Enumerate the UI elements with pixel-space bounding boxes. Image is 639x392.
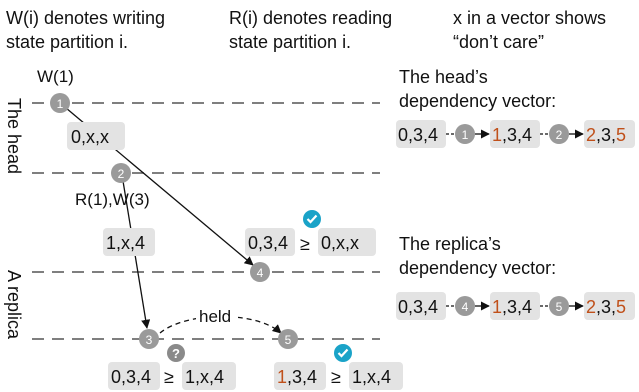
head-dep-v2-box [584, 120, 635, 148]
replica-dep-title-line2: dependency vector: [399, 258, 556, 278]
cmp4-ge: ≥ [300, 234, 310, 254]
replica-dep-v2: 2,3,5 [586, 297, 626, 317]
replica-dep-v0: 0,3,4 [398, 297, 438, 317]
event-node-4: 4 [250, 262, 270, 282]
svg-text:1: 1 [57, 97, 64, 111]
legend-read-line2: state partition i. [229, 32, 351, 52]
cmp5-left-rest: ,3,4 [287, 367, 317, 387]
badge-0xx-box [67, 122, 125, 150]
replica-dep-v1: 1,3,4 [492, 297, 532, 317]
question-icon: ? [167, 344, 185, 362]
replica-dep-title-line1: The replica’s [399, 234, 501, 254]
timelines [32, 102, 380, 340]
event-node-1: 1 [50, 93, 70, 113]
replica-dep-event-b [549, 296, 569, 316]
head-label: The head [4, 98, 24, 174]
svg-text:4: 4 [257, 266, 264, 280]
replica-dep-vector: 0,3,4 4 1,3,4 5 2,3,5 [396, 292, 635, 320]
cmp5-right: 1,x,4 [352, 367, 391, 387]
svg-text:3: 3 [146, 333, 153, 347]
cmp3-ge: ≥ [164, 367, 174, 387]
legend-read-line1: R(i) denotes reading [229, 8, 392, 28]
cmp5-ge: ≥ [331, 367, 341, 387]
legend-dontcare-line2: “don’t care” [453, 32, 544, 52]
w1-label: W(1) [37, 67, 74, 86]
badge-0xx: 0,x,x [71, 127, 109, 147]
head-dep-v1-box [490, 120, 540, 148]
replica-dep-v1-box [490, 292, 540, 320]
replica-dep-event-a [455, 296, 475, 316]
cmp3-left-box [108, 362, 160, 390]
head-dep-vector: 0,3,4 1 1,3,4 2 2,3,5 [396, 120, 635, 148]
cmp4-right: 0,x,x [321, 233, 359, 253]
head-dep-event-a-label: 1 [462, 128, 469, 142]
legend-write-line2: state partition i. [6, 32, 128, 52]
head-dep-v0: 0,3,4 [398, 125, 438, 145]
head-dep-event-b-label: 2 [556, 128, 563, 142]
replica-label: A replica [4, 270, 24, 340]
event-node-3: 3 [139, 329, 159, 349]
held-label-bg [196, 304, 238, 326]
badge-1x4-box [103, 228, 155, 256]
head-dep-event-b [549, 124, 569, 144]
replica-dep-event-a-label: 4 [462, 300, 469, 314]
head-dep-v0-box [396, 120, 446, 148]
legend-dontcare-line1: x in a vector shows [453, 8, 606, 28]
cmp4-right-box [318, 228, 376, 256]
cmp5-left-box [274, 362, 326, 390]
replica-dep-event-b-label: 5 [556, 300, 563, 314]
head-dep-v1: 1,3,4 [492, 125, 532, 145]
cmp5-left-changed: 1 [277, 367, 287, 387]
event-node-2: 2 [111, 163, 131, 183]
cmp3-right: 1,x,4 [185, 367, 224, 387]
cmp4-left-box [245, 228, 295, 256]
r1w3-label: R(1),W(3) [75, 190, 150, 209]
cmp3-right-box [182, 362, 236, 390]
check-icon [303, 210, 321, 228]
badge-1x4: 1,x,4 [106, 233, 145, 253]
svg-text:?: ? [172, 346, 180, 361]
svg-text:5: 5 [285, 333, 292, 347]
cmp5-right-box [349, 362, 403, 390]
svg-text:2: 2 [118, 167, 125, 181]
head-dep-title-line2: dependency vector: [399, 91, 556, 111]
event-node-5: 5 [278, 329, 298, 349]
held-label: held [199, 307, 231, 326]
replica-dep-v2-box [584, 292, 635, 320]
replica-dep-v0-box [396, 292, 446, 320]
cmp3-left: 0,3,4 [111, 367, 151, 387]
head-dep-title-line1: The head’s [399, 67, 488, 87]
legend-write-line1: W(i) denotes writing [6, 8, 165, 28]
check-icon [334, 344, 352, 362]
cmp4-left: 0,3,4 [248, 233, 288, 253]
head-dep-event-a [455, 124, 475, 144]
head-dep-v2: 2,3,5 [586, 125, 626, 145]
cmp5-left: 1,3,4 [277, 367, 317, 387]
